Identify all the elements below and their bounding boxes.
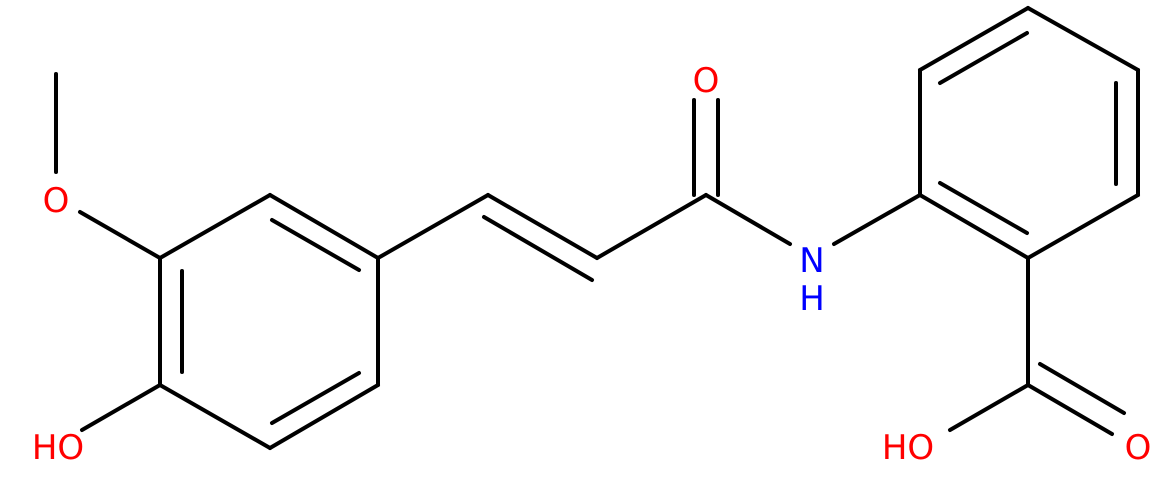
- bond-ring2-b: [918, 6, 1030, 72]
- bond-vinyl-double-b: [482, 215, 594, 282]
- bond-cooh-o-a: [1026, 383, 1114, 436]
- acid-oxygen-label: O: [1125, 428, 1152, 468]
- bond-n-ring2: [832, 193, 922, 246]
- atom-labels: O HO O N H HO O: [32, 61, 1152, 468]
- bonds: [54, 6, 1140, 450]
- bond-ring1-d-inner: [270, 371, 361, 425]
- bond-cooh-oh: [948, 383, 1030, 432]
- bond-ring2-b-inner: [938, 31, 1029, 85]
- bond-ring1-e: [158, 383, 272, 450]
- bond-ring2-f-inner: [938, 181, 1029, 235]
- bond-ring1-b-inner: [270, 218, 361, 272]
- bond-vinyl-carbonyl: [595, 193, 708, 260]
- amide-nitrogen-label: N: [799, 241, 824, 281]
- bond-ring1-b: [268, 193, 380, 260]
- methoxy-oxygen-label: O: [43, 181, 70, 221]
- bond-ring2-c: [1026, 6, 1140, 72]
- amide-oxygen-label: O: [693, 61, 720, 101]
- phenol-oh-label: HO: [32, 428, 84, 468]
- bond-ring1-a: [158, 193, 272, 260]
- bond-ring1-vinyl: [376, 193, 490, 260]
- bond-methoxy-o-ring: [78, 210, 162, 260]
- bond-ring1-d: [268, 383, 380, 450]
- bond-vinyl-double-a: [486, 193, 599, 260]
- bond-ring1-oh: [80, 383, 162, 432]
- acid-oh-label: HO: [882, 428, 934, 468]
- bond-ring2-e: [1026, 193, 1140, 260]
- bond-cooh-o-b: [1038, 362, 1126, 415]
- amide-hydrogen-label: H: [799, 279, 825, 319]
- bond-c-n: [704, 193, 792, 246]
- bond-ring2-f: [918, 193, 1030, 260]
